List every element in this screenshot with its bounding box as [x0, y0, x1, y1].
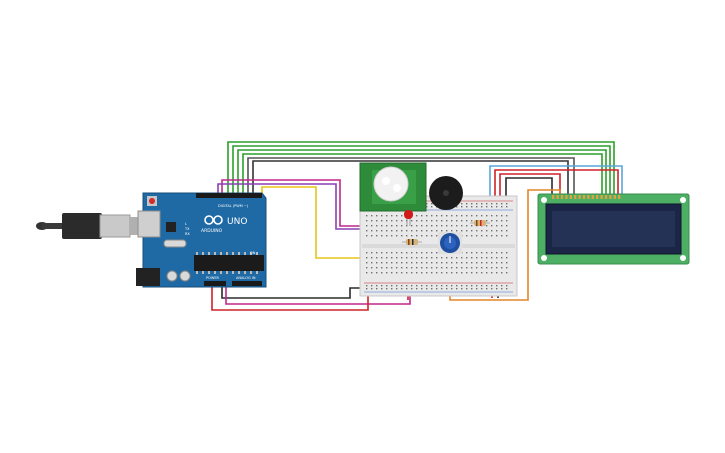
- wire-green-3[interactable]: [237, 149, 607, 196]
- brand-label: ARDUINO: [201, 228, 223, 234]
- usb-cable-icon: [36, 213, 140, 239]
- wire-yellow[interactable]: [261, 186, 362, 259]
- wire-red-lcd[interactable]: [494, 169, 619, 205]
- rx-label: RX: [185, 232, 190, 236]
- wire-black-top[interactable]: [252, 160, 569, 196]
- wire-green-4[interactable]: [242, 153, 603, 196]
- wire-blue-lcd[interactable]: [489, 165, 623, 205]
- arduino-logo-icon: [204, 215, 223, 225]
- lcd-pin-header: [552, 195, 621, 199]
- wires: [211, 141, 623, 311]
- piezo-buzzer-icon[interactable]: +: [429, 176, 463, 210]
- model-label: UNO: [227, 217, 247, 227]
- pir-sensor-icon[interactable]: [359, 162, 427, 212]
- wire-green-2[interactable]: [232, 145, 611, 196]
- tx-label: TX: [184, 227, 190, 231]
- wire-red-lcd2[interactable]: [499, 173, 561, 205]
- wire-black-bottom[interactable]: [221, 286, 368, 299]
- analog-header-label: ANALOG IN: [236, 276, 256, 280]
- power-header-label: POWER: [206, 276, 220, 280]
- l-label: L: [185, 222, 187, 226]
- potentiometer-icon[interactable]: [438, 232, 462, 254]
- digital-header-label: DIGITAL (PWM ~): [218, 204, 249, 208]
- arduino-uno-icon[interactable]: UNO ARDUINO DIGITAL (PWM ~) POWER ANALOG…: [136, 192, 267, 288]
- resistor-icon[interactable]: [402, 220, 490, 245]
- red-led-icon[interactable]: [404, 210, 413, 226]
- lcd-16x2-icon[interactable]: [537, 193, 690, 265]
- svg-text:+: +: [432, 204, 436, 210]
- wire-green-1[interactable]: [227, 141, 615, 196]
- wire-gray-1[interactable]: [247, 157, 575, 196]
- wire-red-bottom[interactable]: [211, 286, 369, 311]
- on-label: ON: [250, 251, 256, 255]
- wire-black-lcd[interactable]: [505, 177, 553, 205]
